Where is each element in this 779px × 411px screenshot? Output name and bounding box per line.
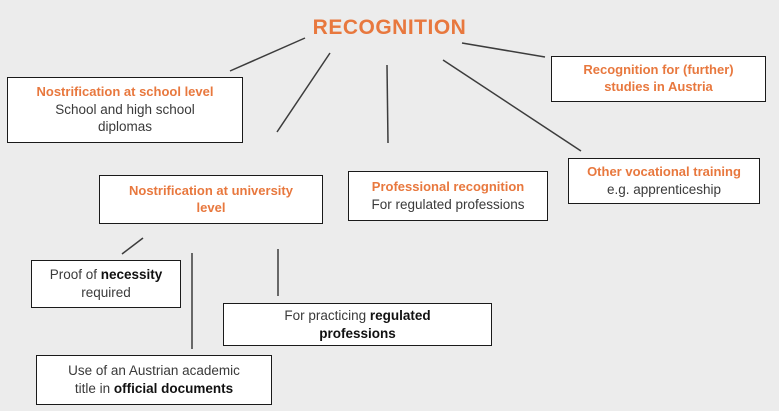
- node-recognition-further-studies: Recognition for (further) studies in Aus…: [551, 56, 766, 102]
- node-heading: Nostrification at school level: [36, 84, 214, 99]
- connector-recognition-university: [276, 52, 331, 133]
- text-regular: Proof of: [49, 267, 101, 283]
- text-bold: official documents: [113, 381, 234, 396]
- connector-university-proof: [121, 237, 144, 255]
- node-body: For practicing regulated professions: [284, 307, 430, 342]
- node-heading: Nostrification at university level: [129, 182, 293, 215]
- connector-recognition-studies: [461, 42, 546, 58]
- text-bold: regulated professions: [319, 307, 431, 341]
- node-body: Proof of necessity required: [50, 266, 163, 301]
- connector-recognition-school: [229, 37, 306, 72]
- node-heading: Professional recognition: [371, 178, 525, 194]
- node-use-of-austrian-academic-title: Use of an Austrian academic title in off…: [36, 355, 272, 405]
- node-practicing-regulated-professions: For practicing regulated professions: [223, 303, 492, 346]
- node-body: School and high school diplomas: [55, 101, 195, 135]
- text-regular: required: [81, 285, 131, 300]
- node-nostrification-school-level: Nostrification at school level School an…: [7, 77, 243, 143]
- connector-recognition-professional: [386, 64, 389, 144]
- node-body: For regulated professions: [371, 196, 525, 212]
- diagram-title: RECOGNITION: [312, 16, 467, 39]
- node-nostrification-university-level: Nostrification at university level: [99, 175, 323, 224]
- node-heading: Recognition for (further) studies in Aus…: [583, 62, 734, 94]
- node-other-vocational-training: Other vocational training e.g. apprentic…: [568, 158, 760, 204]
- node-heading: Other vocational training: [587, 163, 741, 179]
- text-regular: For practicing: [284, 307, 370, 323]
- text-regular: Use of an Austrian academic title in: [68, 363, 240, 396]
- node-proof-of-necessity: Proof of necessity required: [31, 260, 181, 308]
- node-professional-recognition: Professional recognition For regulated p…: [348, 171, 548, 221]
- node-body: Use of an Austrian academic title in off…: [68, 362, 240, 397]
- text-bold: necessity: [100, 267, 163, 283]
- node-body: e.g. apprenticeship: [606, 181, 722, 197]
- connector-recognition-vocational: [442, 59, 582, 152]
